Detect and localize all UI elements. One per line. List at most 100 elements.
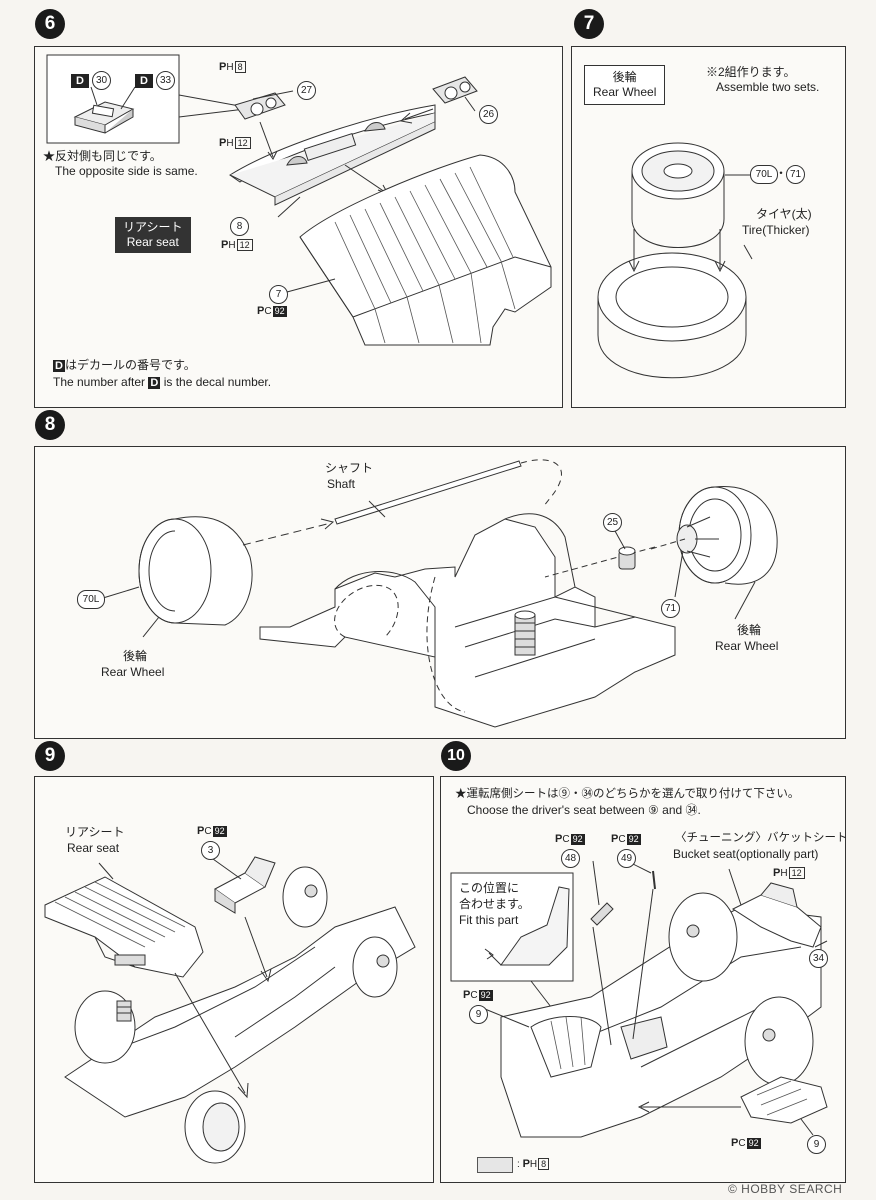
step-9-number: 9 [35, 741, 65, 771]
p-letter: P [221, 239, 229, 251]
rear-seat-jp: リアシート [65, 825, 125, 839]
part-7: 7 [269, 285, 288, 304]
decal-note-jp-text: はデカールの番号です。 [64, 358, 196, 372]
part-71: 71 [661, 599, 680, 618]
h-sub: H [226, 62, 234, 73]
two-sets-jp: ※2組作ります。 [706, 65, 796, 79]
fit-part-jp2: 合わせます。 [459, 897, 530, 911]
part-27: 27 [297, 81, 316, 100]
c-sub: C [562, 834, 570, 845]
rear-wheel-right-jp: 後輪 [737, 623, 762, 637]
p-letter: P [731, 1137, 739, 1149]
p-letter: P [522, 1158, 530, 1170]
step-7-drawing [597, 142, 753, 379]
c-sub: C [618, 834, 626, 845]
ph-box: 12 [236, 239, 253, 251]
c-sub: C [738, 1138, 746, 1149]
opposite-side-jp: ★反対側も同じです。 [43, 149, 162, 163]
p-letter: P [555, 833, 563, 845]
rear-seat-en: Rear seat [67, 841, 120, 855]
part-26: 26 [479, 105, 498, 124]
step-8-drawing [102, 459, 778, 728]
c-sub: C [264, 306, 272, 317]
decal-number-30: 30 [92, 71, 111, 90]
bucket-seat-jp: 〈チューニング〉バケットシート [675, 832, 848, 844]
step-10-panel: ★運転席側シートは⑨・㉞のどちらかを選んで取り付けて下さい。 Choose th… [440, 776, 848, 1183]
step-6-number: 6 [35, 9, 65, 39]
part-70l: 70L [77, 590, 105, 609]
decal-note-en-a: The number after [53, 375, 146, 389]
c-sub: C [204, 826, 212, 837]
decal-letter: D [53, 360, 65, 372]
rear-seat-en: Rear seat [126, 235, 179, 249]
p-letter: P [257, 305, 265, 317]
choose-seat-jp: ★運転席側シートは⑨・㉞のどちらかを選んで取り付けて下さい。 [455, 788, 800, 800]
decal-number-33: 33 [156, 71, 175, 90]
step-10-number: 10 [441, 741, 471, 771]
bucket-seat-en: Bucket seat(optionally part) [673, 847, 819, 861]
parts-dot: ・ [775, 166, 788, 180]
part-3: 3 [201, 841, 220, 860]
choose-seat-en: Choose the driver's seat between ⑨ and ㉞… [467, 803, 701, 817]
p-letter: P [197, 825, 205, 837]
step-6-drawing [46, 54, 552, 346]
pc-box: 92 [478, 990, 493, 1001]
part-9-b: 9 [807, 1135, 826, 1154]
ph-box: 8 [234, 61, 246, 73]
part-8: 8 [230, 217, 249, 236]
decal-note-en: The number after D is the decal number. [53, 375, 271, 391]
part-49: 49 [617, 849, 636, 868]
decal-letter: D [148, 377, 161, 389]
step-7-number: 7 [574, 9, 604, 39]
ph-box: 8 [538, 1158, 550, 1170]
p-letter: P [463, 989, 471, 1001]
part-25: 25 [603, 513, 622, 532]
step-8-panel: シャフト Shaft 25 70L 71 後輪 Rear Wheel 後輪 Re… [34, 446, 846, 739]
pc-box: 92 [212, 826, 227, 837]
part-70l: 70L [750, 165, 778, 184]
h-sub: H [780, 868, 788, 879]
fit-part-jp1: この位置に [459, 881, 520, 895]
decal-letter: D [135, 73, 153, 88]
p-letter: P [219, 137, 227, 149]
rear-seat-jp: リアシート [123, 220, 183, 234]
part-71: 71 [786, 165, 805, 184]
pc-box: 92 [626, 834, 641, 845]
ph-box: 12 [788, 867, 805, 879]
rear-wheel-jp: 後輪 [612, 70, 637, 84]
p-letter: P [611, 833, 619, 845]
part-34: 34 [809, 949, 828, 968]
part-48: 48 [561, 849, 580, 868]
h-sub: H [226, 138, 234, 149]
h-sub: H [228, 240, 236, 251]
part-9-a: 9 [469, 1005, 488, 1024]
rear-wheel-right-en: Rear Wheel [715, 639, 779, 653]
tire-en: Tire(Thicker) [742, 223, 810, 237]
legend-swatch [477, 1157, 513, 1173]
h-sub: H [529, 1159, 538, 1170]
shaft-en: Shaft [327, 477, 356, 491]
step-10-drawing [450, 860, 828, 1138]
c-sub: C [470, 990, 478, 1001]
p-letter: P [219, 61, 227, 73]
p-letter: P [773, 867, 781, 879]
watermark: © HOBBY SEARCH [728, 1182, 843, 1196]
ph-box: 12 [234, 137, 251, 149]
pc-box: 92 [272, 306, 287, 317]
